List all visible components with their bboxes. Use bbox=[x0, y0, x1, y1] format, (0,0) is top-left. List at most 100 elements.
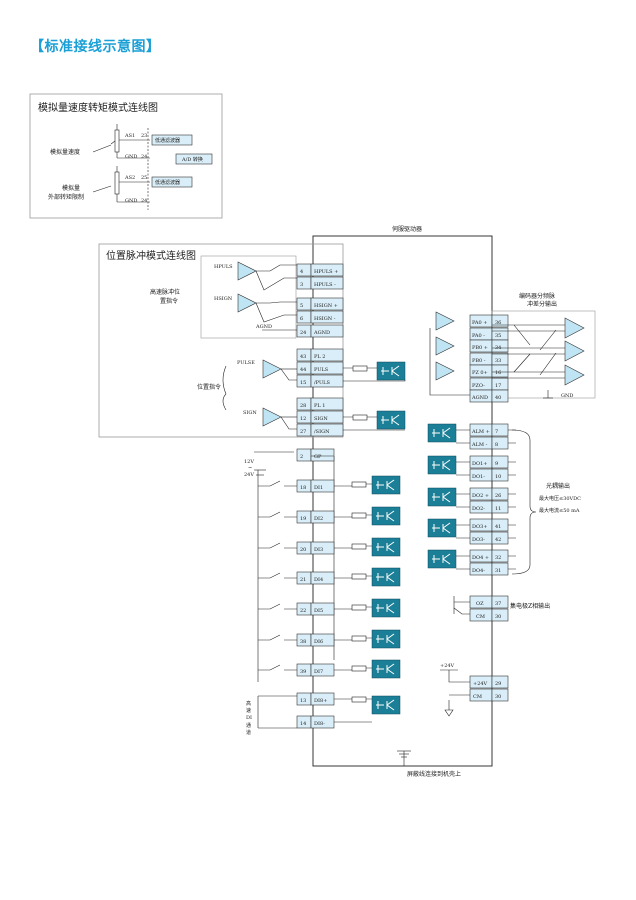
pos-cmd-label: 位置指令 bbox=[197, 383, 221, 391]
sign-label: SIGN bbox=[243, 410, 257, 416]
output-terminal-pin: 32 bbox=[495, 555, 501, 561]
encoder-terminal-pin: 35 bbox=[495, 333, 501, 339]
analog-input2-label1: 模拟量 bbox=[62, 184, 80, 192]
page-title: 【标准接线示意图】 bbox=[30, 39, 161, 55]
analog-panel-title: 模拟量速度转矩模式连线图 bbox=[38, 101, 158, 114]
encoder-terminal-name: PZO- bbox=[472, 383, 485, 389]
encoder-title-line2: 冲差分输出 bbox=[527, 300, 557, 308]
input-terminal-name: GP bbox=[314, 454, 322, 460]
output-note-1: 光耦输出 bbox=[546, 482, 570, 490]
pulse-terminal-pin: 44 bbox=[300, 367, 306, 373]
output-terminal-pin: 7 bbox=[495, 429, 498, 435]
pulse-terminal-24: 24 AGND bbox=[296, 324, 344, 338]
z-terminal-pin: 37 bbox=[495, 601, 501, 607]
pulse-terminal-name: AGND bbox=[313, 330, 330, 336]
encoder-terminal-pin: 40 bbox=[495, 395, 501, 401]
input-optocoupler bbox=[371, 475, 401, 495]
output-terminal-name: DO3+ bbox=[472, 524, 487, 530]
encoder-terminal-16: PZ 0+16 bbox=[469, 364, 509, 378]
shield-section: 屏蔽线连接到机壳上 bbox=[397, 750, 461, 778]
output-terminal-pin: 42 bbox=[495, 537, 501, 543]
pulse-terminal-pin: 27 bbox=[300, 429, 306, 435]
analog-input2-label2: 外部转矩限制 bbox=[48, 193, 84, 201]
gnd2-pin: 24 bbox=[141, 198, 147, 204]
encoder-terminal-pin: 17 bbox=[495, 383, 501, 389]
pulse-terminal-name: SIGN bbox=[314, 416, 328, 422]
output-terminal-26: DO2 +26 bbox=[427, 487, 516, 507]
hpuls-label: HPULS bbox=[214, 264, 233, 270]
input-optocoupler bbox=[371, 598, 401, 618]
output-terminal-pin: 11 bbox=[495, 506, 501, 512]
pulse-terminal-name: PL 1 bbox=[314, 403, 325, 409]
power-label: +24V bbox=[440, 663, 455, 669]
svg-text:高: 高 bbox=[246, 700, 251, 707]
pulse-terminal-pin: 6 bbox=[300, 316, 303, 322]
encoder-terminal-pin: 36 bbox=[495, 320, 501, 326]
gnd1-label: GND bbox=[125, 154, 137, 160]
pulse-terminal-pin: 4 bbox=[300, 269, 303, 275]
output-terminal-name: DO2 + bbox=[472, 493, 489, 499]
output-terminal-name: DO1- bbox=[472, 474, 485, 480]
output-terminal-name: ALM - bbox=[471, 442, 488, 448]
input-terminal-pin: 38 bbox=[300, 639, 306, 645]
encoder-terminal-pin: 33 bbox=[495, 358, 501, 364]
analog-panel: 模拟量速度转矩模式连线图 模拟量速度 AS1 23 GND 24 低通滤波器 A… bbox=[29, 93, 223, 219]
input-optocoupler bbox=[371, 567, 401, 587]
input-terminal-name: DI3 bbox=[314, 547, 323, 553]
output-terminal-11: DO2- 11 bbox=[456, 500, 516, 514]
pulse-terminal-pin: 24 bbox=[300, 330, 306, 336]
pulse-panel-title: 位置脉冲模式连线图 bbox=[106, 249, 196, 262]
output-terminal-pin: 10 bbox=[495, 474, 501, 480]
pulse-panel: 位置脉冲模式连线图 高速脉冲位 置指令 HPULS HSIGN AGND 位置指… bbox=[98, 243, 344, 438]
hs-di-label: 高 速 DI 通 道 bbox=[246, 700, 252, 736]
output-terminal-10: DO1- 10 bbox=[456, 468, 516, 482]
power-terminal-name: CM bbox=[473, 694, 482, 700]
supply-12v: 12V bbox=[244, 459, 254, 465]
pulse-terminal-28: 28 PL 1 bbox=[296, 397, 344, 411]
encoder-terminal-name: PB0 - bbox=[472, 358, 486, 364]
as1-pin: 23 bbox=[141, 133, 147, 139]
input-terminal-pin: 22 bbox=[300, 608, 306, 614]
pulse-terminal-pin: 15 bbox=[300, 380, 306, 386]
di8-optocoupler bbox=[371, 695, 401, 715]
svg-text:速: 速 bbox=[246, 708, 251, 714]
input-terminal-name: DI1 bbox=[314, 485, 323, 491]
encoder-terminal-36: PA0 +36 bbox=[469, 314, 509, 328]
input-terminal-pin: 39 bbox=[300, 669, 306, 675]
pulse-terminal-15: 15/PULS bbox=[296, 374, 344, 388]
pulse-terminal-pin: 28 bbox=[300, 403, 306, 409]
ad-converter-label: A/D 转换 bbox=[181, 156, 203, 163]
input-optocoupler bbox=[371, 659, 401, 679]
input-terminal-pin: 14 bbox=[300, 721, 306, 727]
hs-note-line1: 高速脉冲位 bbox=[150, 288, 180, 296]
gnd1-pin: 24 bbox=[141, 154, 147, 160]
output-terminal-32: DO4 +32 bbox=[427, 549, 516, 569]
output-terminal-pin: 8 bbox=[495, 442, 498, 448]
pulse-resistor bbox=[352, 365, 368, 372]
pulse-terminal-pin: 43 bbox=[300, 354, 306, 360]
encoder-terminal-name: PZ 0+ bbox=[472, 370, 488, 376]
output-optocoupler bbox=[427, 455, 457, 475]
output-terminal-name: DO2- bbox=[472, 506, 485, 512]
encoder-title-line1: 编码器分频脉 bbox=[519, 292, 555, 300]
input-terminal-pin: 19 bbox=[300, 516, 306, 522]
encoder-terminal-name: AGND bbox=[471, 395, 488, 401]
input-terminal-pin: 21 bbox=[300, 577, 306, 583]
output-optocoupler bbox=[427, 423, 457, 443]
as2-pin: 25 bbox=[141, 175, 147, 181]
pulse-terminal-pin: 3 bbox=[300, 282, 303, 288]
pulse-terminal-27: 27/SIGN bbox=[296, 423, 344, 437]
